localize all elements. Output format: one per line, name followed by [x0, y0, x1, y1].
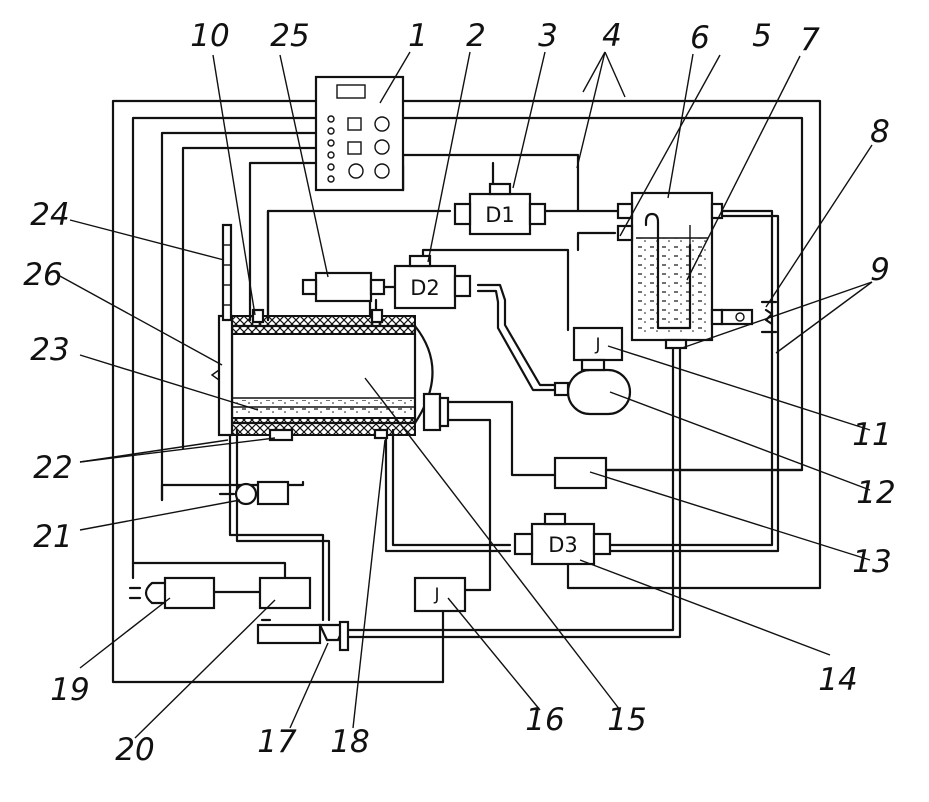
callout-22: 22: [33, 450, 72, 486]
valve-d3: D3: [515, 514, 610, 564]
callout-20: 20: [115, 732, 154, 768]
valve-d2: D2: [395, 256, 470, 308]
callout-6: 6: [690, 20, 710, 56]
callout-23: 23: [30, 332, 69, 368]
valve-d3-label: D3: [548, 533, 578, 557]
callout-14: 14: [818, 662, 857, 698]
control-panel: [316, 77, 403, 190]
callout-21: 21: [33, 519, 72, 555]
component-19: [130, 578, 214, 608]
callout-24: 24: [30, 197, 69, 233]
component-13: [555, 458, 606, 488]
callout-25: 25: [270, 18, 309, 54]
relay-16: J: [415, 578, 465, 611]
callout-12: 12: [856, 475, 895, 511]
callout-5: 5: [752, 18, 772, 54]
gas-cylinder: [555, 360, 630, 414]
callout-18: 18: [330, 724, 369, 760]
callout-2: 2: [466, 18, 486, 54]
callout-26: 26: [23, 257, 62, 293]
callout-8: 8: [870, 114, 890, 150]
component-25: [303, 273, 395, 301]
callout-17: 17: [257, 724, 297, 760]
callout-15: 15: [607, 702, 646, 738]
callout-16: 16: [525, 702, 564, 738]
relay-11: J: [574, 328, 622, 360]
callout-19: 19: [50, 672, 89, 708]
callout-13: 13: [852, 544, 891, 580]
component-20: [260, 578, 310, 608]
callout-1: 1: [408, 18, 428, 54]
callout-7: 7: [800, 22, 820, 58]
relay-11-label: J: [594, 335, 600, 355]
callout-4: 4: [602, 18, 622, 54]
relay-16-label: J: [433, 585, 439, 605]
callout-10: 10: [190, 18, 229, 54]
callout-11: 11: [852, 417, 891, 453]
valve-d1: D1: [455, 184, 545, 234]
main-chamber: [219, 310, 448, 440]
callout-3: 3: [538, 18, 558, 54]
callout-9: 9: [870, 252, 890, 288]
valve-d2-label: D2: [410, 276, 440, 300]
callout-numbers: 1 2 3 4 5 6 7 8 9 10 11 12 13 14 15 16 1…: [23, 18, 895, 768]
valve-d1-label: D1: [485, 203, 515, 227]
valve-17: [258, 620, 348, 650]
